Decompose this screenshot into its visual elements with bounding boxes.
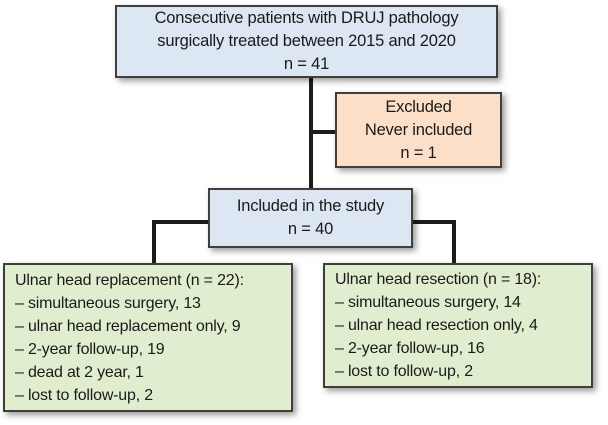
included-box: Included in the study n = 40 [208,188,413,248]
connector-included-left-horizontal [152,220,210,224]
connector-included-right-vertical [452,220,456,265]
resection-arm-title: Ulnar head resection (n = 18): [335,271,542,288]
connector-included-right-horizontal [411,220,456,224]
excluded-line-1: Excluded [385,97,452,116]
replacement-arm-title: Ulnar head replacement (n = 22): [15,271,244,289]
resection-arm-item-1: – simultaneous surgery, 14 [335,294,521,311]
replacement-arm-box: Ulnar head replacement (n = 22): – simul… [3,263,293,412]
enrollment-box: Consecutive patients with DRUJ pathology… [115,5,498,78]
enrollment-line-1: Consecutive patients with DRUJ pathology [154,9,459,27]
enrollment-line-2: surgically treated between 2015 and 2020 [157,32,456,50]
excluded-count: n = 1 [400,143,437,162]
replacement-arm-item-5: – lost to follow-up, 2 [15,386,153,404]
connector-included-left-vertical [152,220,156,265]
replacement-arm-item-2: – ulnar head replacement only, 9 [15,317,241,335]
enrollment-count: n = 41 [283,55,330,73]
included-count: n = 40 [287,220,334,238]
resection-arm-item-4: – lost to follow-up, 2 [335,363,473,380]
excluded-box: Excluded Never included n = 1 [335,92,502,168]
replacement-arm-item-4: – dead at 2 year, 1 [15,363,144,381]
replacement-arm-item-1: – simultaneous surgery, 13 [15,294,201,312]
resection-arm-item-3: – 2-year follow-up, 16 [335,340,485,357]
replacement-arm-item-3: – 2-year follow-up, 19 [15,340,165,358]
connector-to-excluded [311,130,337,134]
excluded-line-2: Never included [364,120,473,139]
resection-arm-box: Ulnar head resection (n = 18): – simulta… [323,263,593,388]
included-line-1: Included in the study [236,197,385,215]
resection-arm-item-2: – ulnar head resection only, 4 [335,317,538,334]
